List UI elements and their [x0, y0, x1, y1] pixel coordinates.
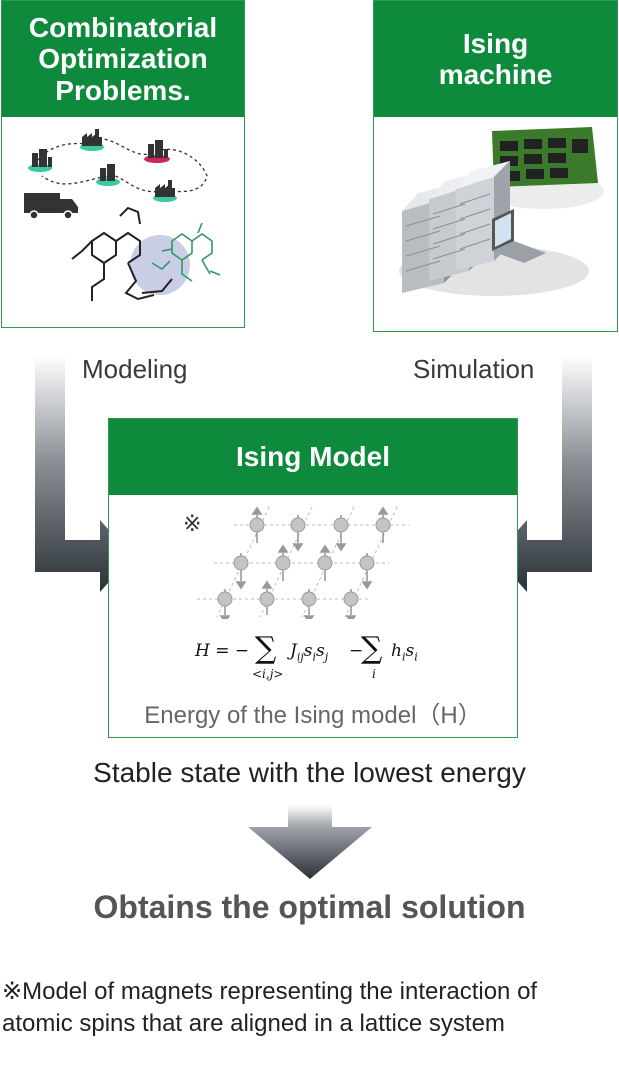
formula-lhs: H = − [195, 641, 250, 661]
city-icon-destination [144, 140, 170, 163]
molecule-icon [71, 206, 173, 301]
simulation-label: Simulation [413, 354, 535, 384]
truck-icon [24, 193, 78, 220]
energy-label: Energy of the Ising model（H） [144, 702, 482, 729]
factory-icon [153, 180, 177, 202]
spin-atoms [217, 517, 391, 607]
stable-state-text: Stable state with the lowest energy [93, 757, 526, 788]
modeling-label: Modeling [82, 354, 188, 384]
ising-machine-panel: Ising machine [373, 0, 618, 332]
molecule-highlight [130, 235, 190, 295]
note-mark: ※ [183, 511, 202, 536]
circuit-board-icon [492, 127, 598, 187]
formula-h: hisi [391, 641, 418, 664]
formula-minus: − [349, 641, 364, 661]
route-path [36, 138, 208, 193]
sum-index-2: i [372, 667, 376, 681]
combinatorial-optimization-title: Combinatorial Optimization Problems. [2, 1, 244, 117]
ising-model-panel: Ising Model ※ [108, 418, 518, 738]
hardware-illustration [399, 127, 604, 296]
laptop-icon [492, 209, 546, 263]
city-icon [28, 149, 52, 172]
optimal-solution-text: Obtains the optimal solution [93, 889, 526, 925]
formula-j: Jijsisj [290, 641, 329, 664]
down-arrow [248, 805, 372, 879]
city-icon [96, 164, 120, 186]
spin-lattice [197, 506, 409, 619]
logistics-and-molecule-illustration [24, 129, 221, 301]
sum-index-1: <i,j> [252, 667, 284, 681]
factory-icon [80, 129, 104, 151]
hamiltonian-formula: H = − ∑ <i,j> Jijsisj − ∑ i hisi [109, 631, 519, 691]
sum-symbol-1: ∑ [255, 631, 277, 666]
molecule-green-icon [151, 222, 221, 282]
ising-machine-title: Ising machine [374, 1, 617, 117]
combinatorial-optimization-panel: Combinatorial Optimization Problems. [1, 0, 245, 328]
footnote: ※Model of magnets representing the inter… [2, 978, 538, 1038]
sum-symbol-2: ∑ [361, 631, 383, 666]
ising-machine-title-text: Ising machine [438, 27, 553, 90]
ising-model-title: Ising Model [109, 419, 517, 495]
